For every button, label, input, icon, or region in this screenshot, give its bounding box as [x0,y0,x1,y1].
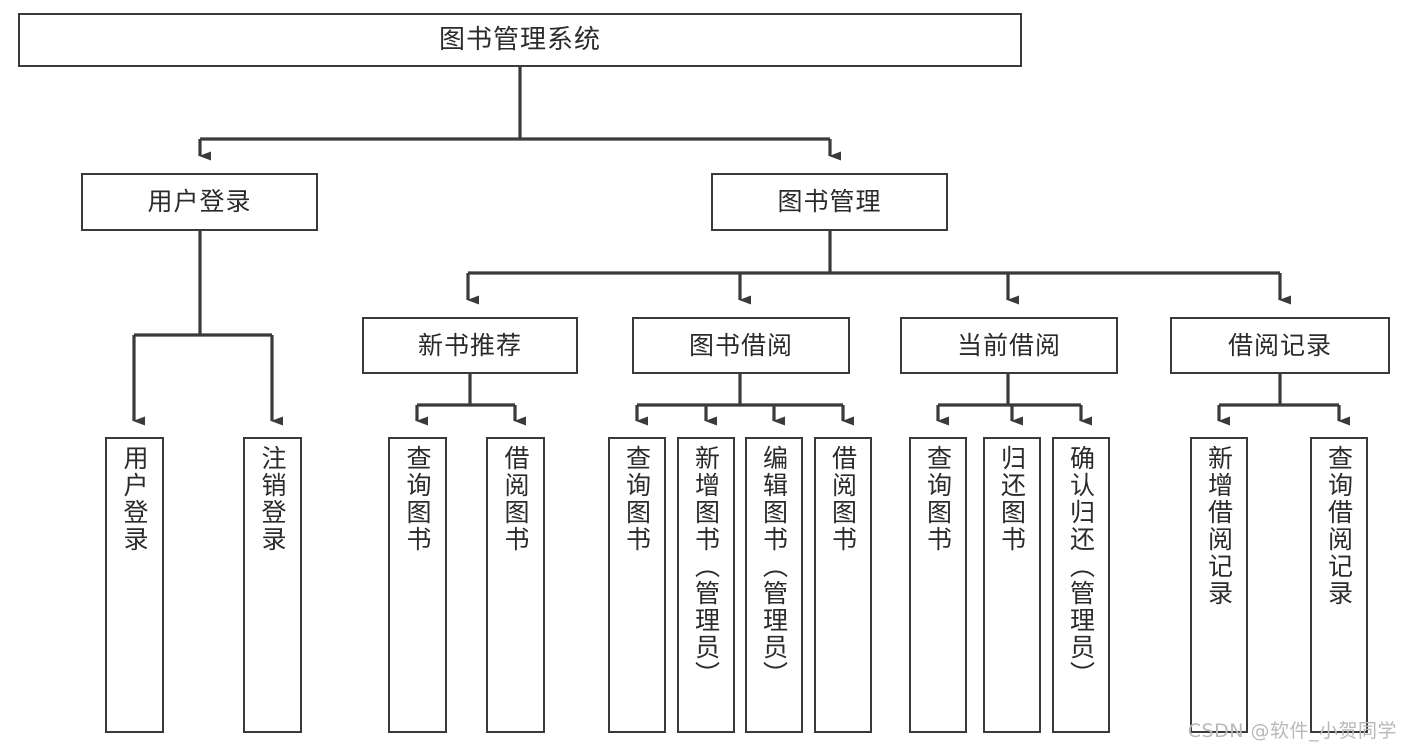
node-borrow-record[interactable]: 借阅记录 [1170,317,1390,374]
leaf-newbook-borrow-book[interactable]: 借阅图书 [486,437,545,733]
node-label: 新增借阅记录 [1204,445,1234,607]
node-root-system[interactable]: 图书管理系统 [18,13,1022,67]
node-label: 当前借阅 [956,330,1061,360]
leaf-current-return-book[interactable]: 归还图书 [983,437,1041,733]
node-label: 借阅记录 [1227,330,1332,360]
node-label: 新增图书（管理员） [691,445,721,688]
leaf-user-login[interactable]: 用户登录 [105,437,164,733]
node-label: 借阅图书 [828,445,858,553]
node-book-borrow[interactable]: 图书借阅 [632,317,850,374]
node-label: 查询借阅记录 [1324,445,1354,607]
node-label: 借阅图书 [501,445,530,553]
node-user-login[interactable]: 用户登录 [81,173,318,231]
node-label: 查询图书 [622,445,652,553]
node-label: 用户登录 [147,187,252,217]
leaf-record-add-record[interactable]: 新增借阅记录 [1190,437,1248,733]
leaf-borrow-add-book-admin[interactable]: 新增图书（管理员） [677,437,735,733]
node-label: 确认归还（管理员） [1066,445,1096,688]
leaf-user-logout[interactable]: 注销登录 [243,437,302,733]
csdn-watermark: CSDN @软件_小贺同学 [1187,720,1397,742]
leaf-borrow-query-book[interactable]: 查询图书 [608,437,666,733]
node-book-management[interactable]: 图书管理 [711,173,948,231]
node-label: 归还图书 [997,445,1027,553]
node-new-book-recommend[interactable]: 新书推荐 [362,317,578,374]
leaf-newbook-query-book[interactable]: 查询图书 [388,437,447,733]
leaf-record-query-record[interactable]: 查询借阅记录 [1310,437,1368,733]
node-label: 图书管理 [777,187,882,217]
node-label: 图书管理系统 [438,24,601,55]
leaf-borrow-edit-book-admin[interactable]: 编辑图书（管理员） [745,437,803,733]
leaf-current-confirm-return-admin[interactable]: 确认归还（管理员） [1052,437,1110,733]
node-label: 新书推荐 [417,330,522,360]
leaf-borrow-borrow-book[interactable]: 借阅图书 [814,437,872,733]
node-label: 注销登录 [258,445,287,553]
leaf-current-query-book[interactable]: 查询图书 [909,437,967,733]
node-label: 用户登录 [120,445,149,553]
node-label: 图书借阅 [688,330,793,360]
node-label: 查询图书 [403,445,432,553]
node-label: 查询图书 [923,445,953,553]
node-current-borrow[interactable]: 当前借阅 [900,317,1118,374]
node-label: 编辑图书（管理员） [759,445,789,688]
